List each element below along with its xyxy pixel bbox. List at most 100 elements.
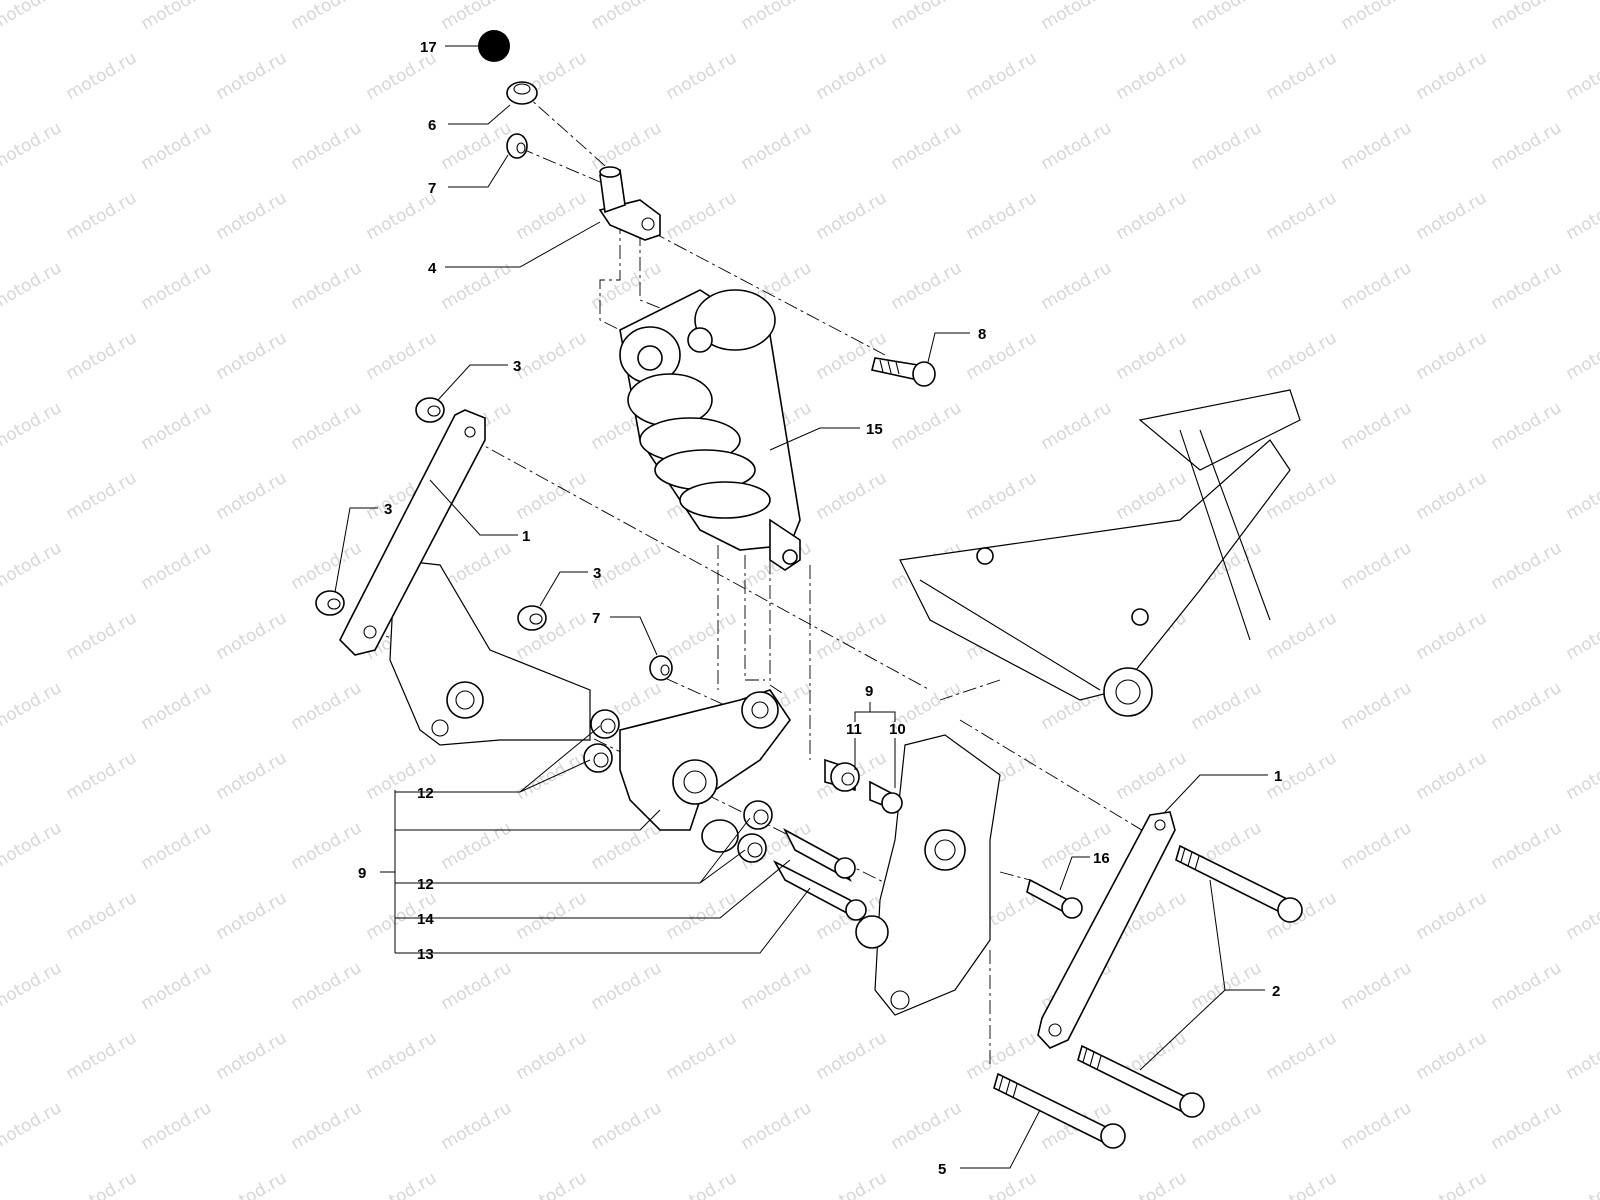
watermark-text: motod.ru: [813, 608, 891, 664]
watermark-text: motod.ru: [1113, 48, 1191, 104]
watermark-text: motod.ru: [0, 258, 65, 314]
spacer-13: [773, 860, 867, 922]
watermark-text: motod.ru: [63, 608, 141, 664]
watermark-text: motod.ru: [288, 818, 366, 874]
callout-7-mid: 7: [592, 610, 600, 627]
watermark-text: motod.ru: [138, 678, 216, 734]
leader-lines: [334, 45, 1268, 1169]
shock-absorber: [619, 289, 801, 571]
watermark-text: motod.ru: [1413, 748, 1491, 804]
watermark-text: motod.ru: [288, 118, 366, 174]
watermark-text: motod.ru: [1563, 188, 1600, 244]
watermark-text: motod.ru: [1338, 818, 1416, 874]
watermark-text: motod.ru: [213, 468, 291, 524]
watermark-text: motod.ru: [213, 328, 291, 384]
spacer-14: [783, 828, 856, 882]
watermark-text: motod.ru: [1488, 538, 1566, 594]
watermark-text: motod.ru: [1263, 188, 1341, 244]
watermark-text: motod.ru: [0, 678, 65, 734]
callout-8: 8: [978, 326, 986, 343]
watermark-text: motod.ru: [738, 1098, 816, 1154]
watermark-text: motod.ru: [213, 188, 291, 244]
watermark-text: motod.ru: [288, 0, 366, 34]
watermark-text: motod.ru: [1263, 1028, 1341, 1084]
watermark-text: motod.ru: [288, 1098, 366, 1154]
watermark-text: motod.ru: [363, 1028, 441, 1084]
watermark-text: motod.ru: [1413, 328, 1491, 384]
watermark-text: motod.ru: [963, 1168, 1041, 1200]
watermark-text: motod.ru: [1488, 958, 1566, 1014]
watermark-text: motod.ru: [438, 118, 516, 174]
watermark-text: motod.ru: [513, 188, 591, 244]
callout-6: 6: [428, 117, 436, 134]
watermark-text: motod.ru: [663, 888, 741, 944]
watermark-text: motod.ru: [588, 958, 666, 1014]
watermark-text: motod.ru: [513, 1168, 591, 1200]
watermark-text: motod.ru: [1488, 1098, 1566, 1154]
spacer-10: [869, 780, 903, 814]
watermark-text: motod.ru: [588, 818, 666, 874]
watermark-text: motod.ru: [1038, 398, 1116, 454]
watermark-text: motod.ru: [663, 608, 741, 664]
watermark-text: motod.ru: [513, 748, 591, 804]
watermark-text: motod.ru: [1563, 1168, 1600, 1200]
watermark-text: motod.ru: [138, 0, 216, 34]
callout-9-top: 9: [865, 683, 873, 700]
watermark-text: motod.ru: [138, 398, 216, 454]
watermark-text: motod.ru: [1563, 1028, 1600, 1084]
watermark-text: motod.ru: [363, 328, 441, 384]
watermark-text: motod.ru: [138, 1098, 216, 1154]
watermark-text: motod.ru: [1563, 608, 1600, 664]
watermark-text: motod.ru: [1188, 678, 1266, 734]
watermark-text: motod.ru: [63, 1028, 141, 1084]
washer-7-top: [506, 133, 528, 159]
top-bracket: [598, 166, 661, 241]
watermark-text: motod.ru: [213, 1028, 291, 1084]
nut-6: [506, 81, 538, 105]
watermark-text: motod.ru: [963, 188, 1041, 244]
watermark-text: motod.ru: [213, 888, 291, 944]
callout-10: 10: [889, 721, 906, 738]
bolt-2-lower: [1077, 1044, 1205, 1118]
rocker-linkage: [619, 689, 791, 853]
watermark-text: motod.ru: [1263, 608, 1341, 664]
callout-1-right: 1: [1274, 768, 1282, 785]
watermark-text: motod.ru: [0, 958, 65, 1014]
watermark-text: motod.ru: [888, 118, 966, 174]
watermark-text: motod.ru: [1113, 748, 1191, 804]
callout-1-left: 1: [522, 528, 530, 545]
callout-11: 11: [846, 721, 862, 738]
watermark-text: motod.ru: [1263, 328, 1341, 384]
watermark-text: motod.ru: [288, 678, 366, 734]
callouts: 17 6 7 4 8 3 15 3 1 3 7 9 11 10 12 9 12 …: [358, 39, 1282, 1178]
nut-3-top: [415, 397, 445, 423]
watermark-text: motod.ru: [588, 258, 666, 314]
callout-12-upper: 12: [417, 785, 434, 802]
watermark-text: motod.ru: [1563, 748, 1600, 804]
watermark-text: motod.ru: [1338, 538, 1416, 594]
nut-3-mid: [517, 605, 547, 631]
watermark-text: motod.ru: [1188, 118, 1266, 174]
watermark-text: motod.ru: [1113, 468, 1191, 524]
callout-9-left: 9: [358, 865, 366, 882]
frame-bracket-left: [389, 559, 591, 746]
watermark-text: motod.ru: [1263, 1168, 1341, 1200]
watermark-text: motod.ru: [738, 118, 816, 174]
nut-3-left: [315, 590, 345, 616]
watermark-text: motod.ru: [1338, 1098, 1416, 1154]
watermark-text: motod.ru: [63, 748, 141, 804]
watermark-text: motod.ru: [888, 398, 966, 454]
watermark-text: motod.ru: [1413, 468, 1491, 524]
watermark-text: motod.ru: [288, 958, 366, 1014]
watermark-text: motod.ru: [438, 0, 516, 34]
watermark-text: motod.ru: [1338, 0, 1416, 34]
watermark-text: motod.ru: [1113, 328, 1191, 384]
watermark-text: motod.ru: [0, 118, 65, 174]
bolt-5: [993, 1072, 1126, 1149]
watermark-text: motod.ru: [438, 958, 516, 1014]
watermark-text: motod.ru: [363, 1168, 441, 1200]
callout-5: 5: [938, 1161, 946, 1178]
watermark-text: motod.ru: [1413, 188, 1491, 244]
